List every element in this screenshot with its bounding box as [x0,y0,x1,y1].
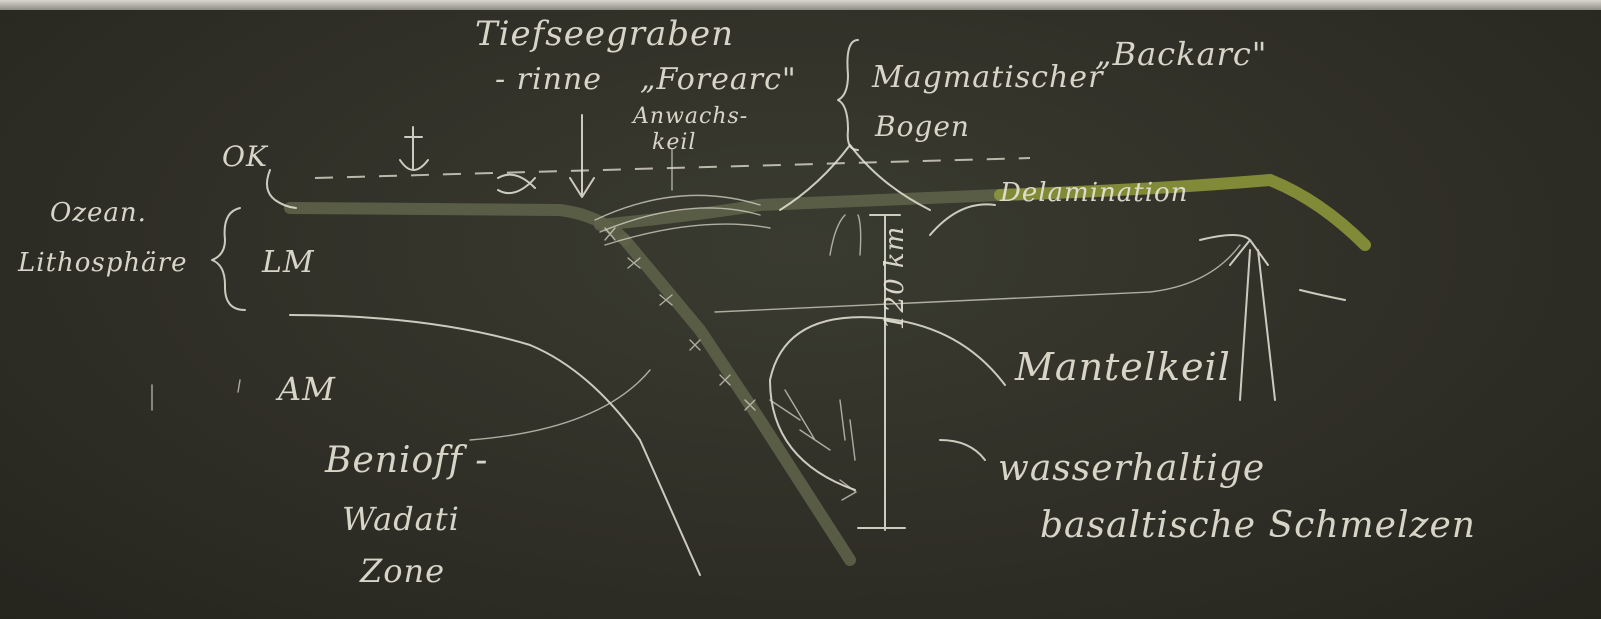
ok-bracket [265,169,297,209]
volcano-magma [829,214,862,256]
backarc-plate [994,173,1371,251]
label-bogen: Bogen [875,110,970,143]
label-schmelze-1: wasserhaltige [998,448,1266,489]
label-anwachskeil-2: keil [652,130,697,155]
depth-scale [857,214,906,531]
ship-icon [497,173,536,194]
delamination-pointer [929,203,996,236]
dehydration-marks [769,389,856,461]
accretionary-wedge [594,194,771,246]
lab-line [289,314,701,576]
trench-arrow [569,114,595,198]
label-ok: OK [222,140,268,173]
oceanic-plate-top [284,202,631,246]
lithosphere-brace [211,207,246,311]
label-mantelkeil: Mantelkeil [1015,345,1231,389]
label-am: AM [278,370,336,408]
label-benioff-2: Wadati [342,500,460,538]
subducting-slab [619,234,856,566]
backarc-upwelling [1199,234,1346,401]
lithosphere-base [714,244,1241,313]
label-magmatischer: Magmatischer [872,60,1104,95]
label-tiefseegraben: Tiefseegraben [475,14,735,54]
label-lithosphaere: Lithosphäre [18,248,188,278]
label-anwachskeil-1: Anwachs- [633,104,749,129]
label-schmelze-2: basaltische Schmelzen [1040,505,1476,546]
anchor-icon [399,126,429,171]
label-backarc: „Backarc" [1095,35,1268,73]
label-rinne: - rinne [495,62,603,97]
label-benioff-1: Benioff - [325,440,489,481]
earthquake-marks [604,227,756,411]
benioff-pointer [469,369,651,441]
label-depth: 120 km [880,225,910,330]
chalk-tick-2 [237,379,241,393]
arc-brace [837,39,859,151]
overriding-plate [594,189,1006,231]
corner-flow-arrow [839,479,858,501]
label-forearc: „Forearc" [640,62,797,97]
label-lm: LM [262,245,315,280]
label-delamination: Delamination [1000,178,1189,208]
melts-pointer [939,439,986,461]
board-frame [0,0,1601,10]
label-ozean: Ozean. [50,198,147,228]
label-benioff-3: Zone [360,552,446,590]
corner-flow [769,316,1006,491]
